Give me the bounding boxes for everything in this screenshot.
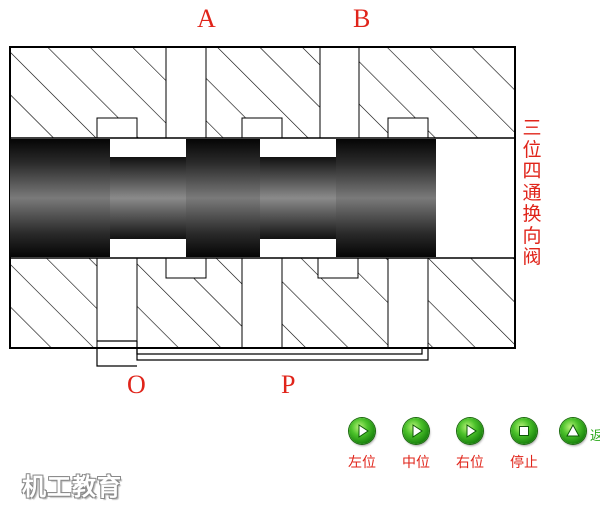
left-position-label: 左位 — [348, 455, 376, 471]
right-position-control[interactable]: 右位 — [445, 418, 495, 472]
port-label-p: P — [281, 370, 296, 399]
valve-title: 三位四通换向阀 — [522, 117, 542, 268]
port-label-b: B — [353, 4, 371, 33]
return-control[interactable] — [548, 418, 598, 444]
left-position-control[interactable]: 左位 — [337, 418, 387, 472]
spool — [10, 139, 436, 257]
port-label-a: A — [197, 4, 216, 33]
port-label-o: O — [127, 370, 146, 399]
right-position-label: 右位 — [456, 455, 484, 471]
stop-icon[interactable] — [511, 418, 537, 444]
stop-label: 停止 — [510, 455, 538, 471]
return-label-clipped: 返 — [590, 429, 600, 444]
play-right-icon[interactable] — [403, 418, 429, 444]
return-pipe — [96, 340, 429, 367]
play-right-icon[interactable] — [349, 418, 375, 444]
brand-logo: 机工教育 — [22, 473, 122, 501]
center-position-label: 中位 — [402, 455, 430, 471]
play-right-icon[interactable] — [457, 418, 483, 444]
play-up-icon[interactable] — [560, 418, 586, 444]
center-position-control[interactable]: 中位 — [391, 418, 441, 472]
stop-control[interactable]: 停止 — [499, 418, 549, 472]
